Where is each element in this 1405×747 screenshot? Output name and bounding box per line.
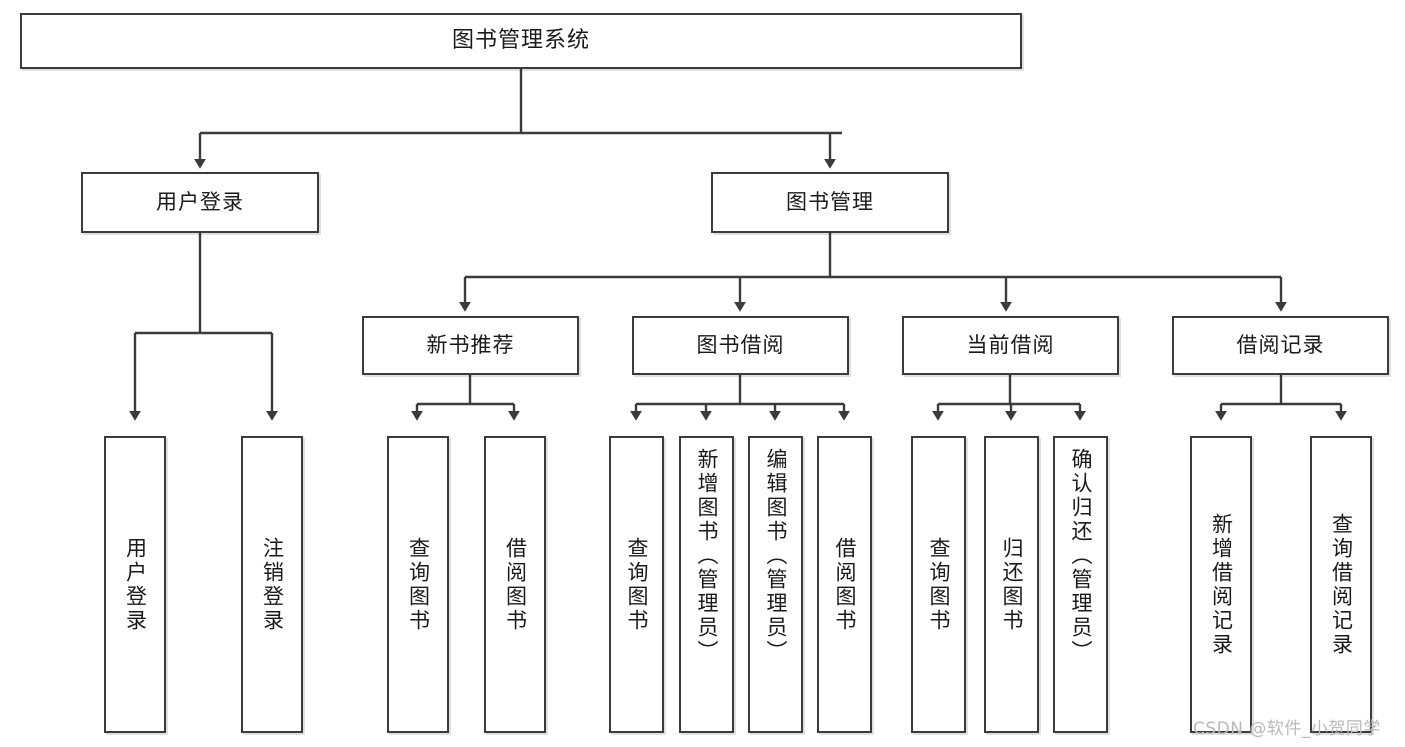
node-leaf-query-book-2[interactable]: 查询图书 (609, 436, 664, 733)
node-root-label: 图书管理系统 (451, 28, 590, 54)
node-borrow-record[interactable]: 借阅记录 (1172, 316, 1389, 375)
node-root[interactable]: 图书管理系统 (20, 13, 1022, 69)
node-leaf-add-borrow-record-label: 新增借阅记录 (1209, 512, 1234, 657)
node-leaf-add-borrow-record[interactable]: 新增借阅记录 (1190, 436, 1252, 733)
node-user-login-label: 用户登录 (156, 190, 244, 215)
node-leaf-query-book-3[interactable]: 查询图书 (911, 436, 966, 733)
node-leaf-return-book-label: 归还图书 (1000, 536, 1024, 633)
node-leaf-borrow-book-1[interactable]: 借阅图书 (484, 436, 546, 733)
csdn-watermark: CSDN @软件_小贺同学 (1193, 719, 1381, 739)
node-leaf-edit-book-admin-label: 编辑图书（管理员） (764, 448, 788, 664)
node-new-book-rec[interactable]: 新书推荐 (362, 316, 579, 375)
node-leaf-confirm-return-admin-label: 确认归还（管理员） (1069, 448, 1093, 664)
node-borrow-record-label: 借阅记录 (1236, 333, 1325, 358)
node-new-book-rec-label: 新书推荐 (426, 333, 515, 358)
node-leaf-edit-book-admin[interactable]: 编辑图书（管理员） (748, 436, 803, 733)
node-leaf-query-borrow-record-label: 查询借阅记录 (1329, 512, 1354, 657)
node-leaf-add-book-admin-label: 新增图书（管理员） (695, 448, 719, 664)
node-leaf-borrow-book-1-label: 借阅图书 (503, 536, 528, 633)
node-leaf-query-book-2-label: 查询图书 (625, 536, 649, 633)
node-leaf-query-borrow-record[interactable]: 查询借阅记录 (1310, 436, 1372, 733)
node-leaf-user-login[interactable]: 用户登录 (104, 436, 166, 733)
node-leaf-borrow-book-2-label: 借阅图书 (833, 536, 857, 633)
node-current-borrow[interactable]: 当前借阅 (902, 316, 1119, 375)
node-leaf-user-login-label: 用户登录 (123, 536, 148, 633)
node-leaf-logout-login-label: 注销登录 (260, 536, 285, 633)
node-book-borrow[interactable]: 图书借阅 (632, 316, 849, 375)
node-leaf-confirm-return-admin[interactable]: 确认归还（管理员） (1053, 436, 1108, 733)
node-leaf-logout-login[interactable]: 注销登录 (241, 436, 303, 733)
node-book-manage-label: 图书管理 (786, 190, 874, 215)
node-leaf-add-book-admin[interactable]: 新增图书（管理员） (679, 436, 734, 733)
node-leaf-return-book[interactable]: 归还图书 (984, 436, 1039, 733)
node-leaf-query-book-3-label: 查询图书 (927, 536, 951, 633)
node-user-login[interactable]: 用户登录 (81, 172, 319, 233)
node-current-borrow-label: 当前借阅 (966, 333, 1055, 358)
node-leaf-borrow-book-2[interactable]: 借阅图书 (817, 436, 872, 733)
node-leaf-query-book-1[interactable]: 查询图书 (387, 436, 449, 733)
node-book-manage[interactable]: 图书管理 (711, 172, 949, 233)
node-book-borrow-label: 图书借阅 (696, 333, 785, 358)
node-leaf-query-book-1-label: 查询图书 (406, 536, 431, 633)
